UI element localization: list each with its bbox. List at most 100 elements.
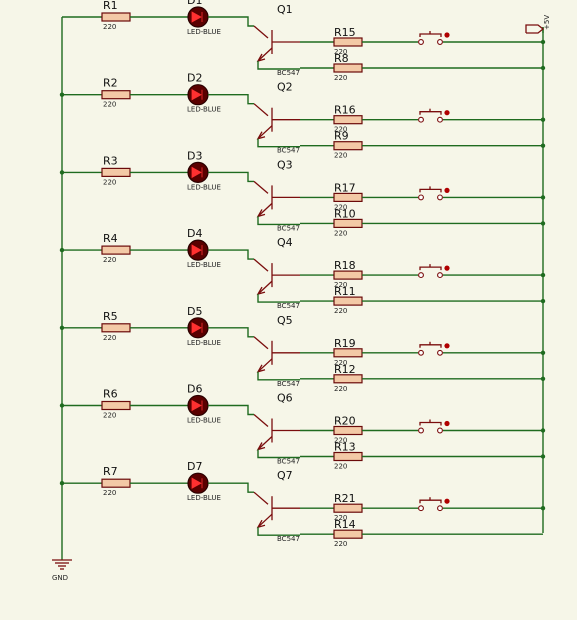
wire bbox=[208, 171, 254, 183]
resistor-body bbox=[333, 270, 363, 280]
transistor-label: Q6 bbox=[277, 392, 293, 405]
button-contact bbox=[437, 349, 443, 356]
led-diode-icon bbox=[191, 244, 202, 256]
push-button-2[interactable] bbox=[418, 108, 450, 123]
transistor-type: BC547 bbox=[277, 380, 300, 388]
push-button-6[interactable] bbox=[418, 419, 450, 434]
emitter-wire bbox=[257, 61, 300, 70]
resistor-label: R7 bbox=[103, 465, 118, 478]
junction-dot bbox=[540, 506, 546, 511]
resistor-label: R20 bbox=[334, 415, 356, 428]
led-diode-icon bbox=[191, 322, 202, 334]
transistor-type: BC547 bbox=[277, 458, 300, 466]
resistor-body bbox=[333, 115, 363, 125]
resistor-body bbox=[101, 12, 131, 22]
resistor-label: R3 bbox=[103, 154, 118, 167]
button-contact bbox=[437, 272, 443, 279]
led-type: LED-BLUE bbox=[187, 494, 221, 502]
transistor-type: BC547 bbox=[277, 535, 300, 543]
resistor-label: R1 bbox=[103, 0, 118, 12]
emitter-wire bbox=[257, 138, 300, 148]
push-button-1[interactable] bbox=[418, 31, 450, 45]
resistor-body bbox=[101, 478, 131, 488]
resistor-body bbox=[333, 141, 363, 151]
button-contact bbox=[437, 194, 443, 201]
button-contact bbox=[418, 427, 424, 434]
button-contact bbox=[418, 39, 424, 45]
junction-dot bbox=[540, 350, 546, 355]
power-terminal[interactable]: +5V bbox=[525, 15, 551, 34]
resistor-value: 220 bbox=[334, 203, 347, 211]
push-button-5[interactable] bbox=[418, 341, 450, 356]
led-label: D3 bbox=[187, 149, 202, 162]
resistor-label: R13 bbox=[334, 441, 356, 454]
resistor-body bbox=[333, 503, 363, 513]
resistor-body bbox=[333, 529, 363, 539]
ground-terminal[interactable]: GND bbox=[52, 559, 72, 582]
push-button-4[interactable] bbox=[418, 264, 450, 279]
resistor-value: 220 bbox=[334, 74, 347, 82]
led-type: LED-BLUE bbox=[187, 417, 221, 425]
resistor-body bbox=[101, 323, 131, 333]
push-button-3[interactable] bbox=[418, 186, 450, 201]
transistor-base-lead bbox=[253, 336, 269, 350]
button-indicator-icon bbox=[444, 187, 450, 193]
resistor-body bbox=[333, 192, 363, 202]
transistor-label: Q1 bbox=[277, 3, 293, 16]
resistor-body bbox=[101, 245, 131, 255]
resistor-value: 220 bbox=[334, 385, 347, 393]
transistor-type: BC547 bbox=[277, 69, 300, 77]
button-contact bbox=[418, 194, 424, 201]
button-indicator-icon bbox=[444, 420, 450, 427]
button-contact bbox=[437, 39, 443, 45]
transistor-label: Q3 bbox=[277, 158, 293, 171]
transistor-base-lead bbox=[253, 25, 269, 39]
junction-dot bbox=[540, 195, 546, 200]
button-indicator-icon bbox=[444, 498, 450, 504]
push-button-7[interactable] bbox=[418, 497, 450, 512]
resistor-label: R15 bbox=[334, 26, 356, 39]
ground-label: GND bbox=[52, 574, 68, 582]
led-type: LED-BLUE bbox=[187, 106, 221, 114]
transistor-base-lead bbox=[253, 414, 269, 427]
power-label: +5V bbox=[543, 15, 551, 30]
transistor-emitter bbox=[257, 125, 273, 140]
resistor-body bbox=[101, 400, 131, 411]
resistor-body bbox=[333, 37, 363, 47]
resistor-label: R18 bbox=[334, 259, 356, 272]
led-label: D4 bbox=[187, 227, 202, 240]
led-type: LED-BLUE bbox=[187, 339, 221, 347]
junction-dot bbox=[540, 65, 546, 71]
transistor-emitter bbox=[257, 47, 273, 62]
resistor-body bbox=[333, 218, 363, 228]
